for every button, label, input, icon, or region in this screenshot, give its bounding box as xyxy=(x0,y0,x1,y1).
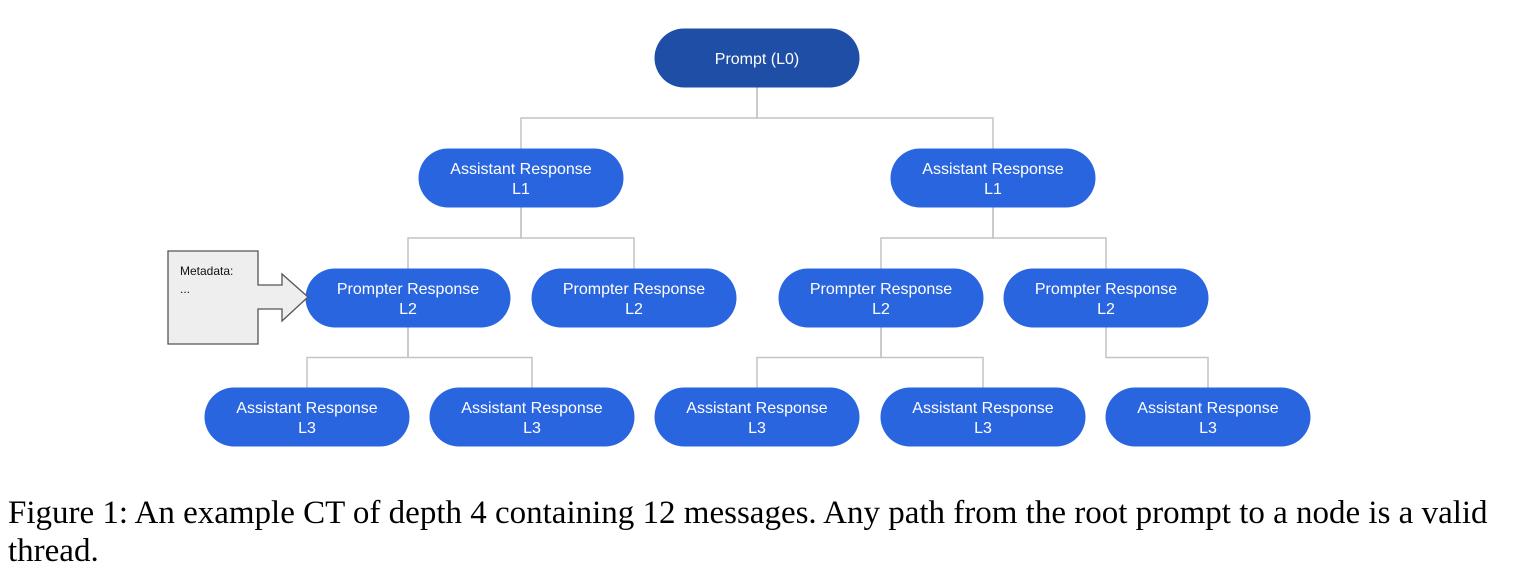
node-root-label: Prompt (L0) xyxy=(715,51,799,68)
edge-a2-p4 xyxy=(992,207,1107,269)
tree-nodes: Prompt (L0)Assistant ResponseL1Assistant… xyxy=(204,28,1311,447)
metadata-body: ... xyxy=(180,282,190,296)
node-l1-level: L3 xyxy=(298,420,316,437)
node-l2-level: L3 xyxy=(523,420,541,437)
edge-p1-l2 xyxy=(407,327,533,388)
node-l5-shape xyxy=(1105,387,1311,447)
edge-a2-p3 xyxy=(880,207,994,269)
node-root-shape xyxy=(654,28,860,88)
conversation-tree-diagram: Prompt (L0)Assistant ResponseL1Assistant… xyxy=(167,28,1311,447)
node-l5-label: Assistant Response xyxy=(1137,400,1279,417)
node-a1-label: Assistant Response xyxy=(450,161,592,178)
node-l3-shape xyxy=(654,387,860,447)
node-p1-level: L2 xyxy=(399,301,417,318)
metadata-callout: Metadata: ... xyxy=(167,250,309,345)
node-p4-shape xyxy=(1003,268,1209,328)
node-p3-level: L2 xyxy=(872,301,890,318)
edge-root-a2 xyxy=(756,87,994,149)
edge-a1-p2 xyxy=(520,207,635,269)
edge-p1-l1 xyxy=(306,327,409,388)
edge-a1-p1 xyxy=(407,207,522,269)
node-p2-shape xyxy=(531,268,737,328)
metadata-arrow-box xyxy=(167,250,309,345)
node-l2-label: Assistant Response xyxy=(461,400,603,417)
node-l2-shape xyxy=(429,387,635,447)
figure-caption: Figure 1: An example CT of depth 4 conta… xyxy=(8,495,1488,569)
edge-p4-l5 xyxy=(1105,327,1209,388)
node-a1-level: L1 xyxy=(512,181,530,198)
node-a1-shape xyxy=(418,148,624,208)
node-p4-label: Prompter Response xyxy=(1035,281,1177,298)
edge-p3-l3 xyxy=(756,327,882,388)
node-a2-shape xyxy=(890,148,1096,208)
node-root: Prompt (L0) xyxy=(654,28,860,88)
node-p2-level: L2 xyxy=(625,301,643,318)
node-l1-shape xyxy=(204,387,410,447)
node-l4-label: Assistant Response xyxy=(912,400,1054,417)
node-l1-label: Assistant Response xyxy=(236,400,378,417)
node-l5-level: L3 xyxy=(1199,420,1217,437)
node-p3-shape xyxy=(778,268,984,328)
edge-root-a1 xyxy=(520,87,758,149)
metadata-title: Metadata: xyxy=(180,264,233,278)
node-l4-shape xyxy=(880,387,1086,447)
edge-p3-l4 xyxy=(880,327,984,388)
node-p3-label: Prompter Response xyxy=(810,281,952,298)
node-a2-level: L1 xyxy=(984,181,1002,198)
node-p1-label: Prompter Response xyxy=(337,281,479,298)
tree-edges xyxy=(306,87,1209,388)
node-l3-label: Assistant Response xyxy=(686,400,828,417)
node-l4-level: L3 xyxy=(974,420,992,437)
node-l3-level: L3 xyxy=(748,420,766,437)
node-p1-shape xyxy=(305,268,511,328)
node-p4-level: L2 xyxy=(1097,301,1115,318)
node-p2-label: Prompter Response xyxy=(563,281,705,298)
node-a2-label: Assistant Response xyxy=(922,161,1064,178)
